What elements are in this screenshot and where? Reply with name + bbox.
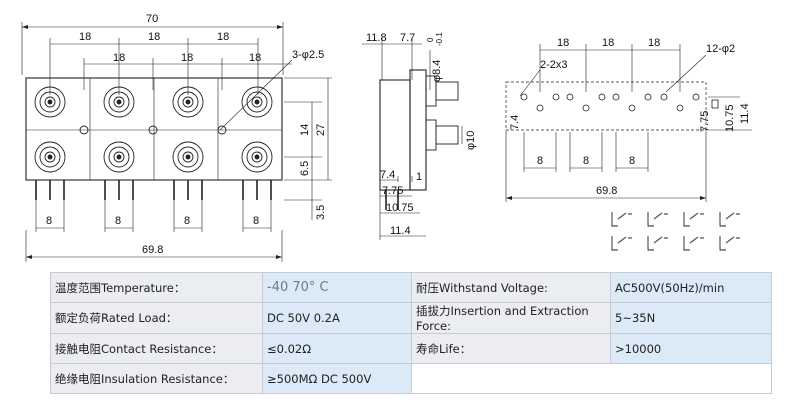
spec-label: 温度范围Temperature：: [50, 272, 263, 303]
spec-label: 耐压Withstand Voltage:: [411, 272, 611, 303]
dim-pcb-spacing-1: 8: [537, 155, 543, 167]
dim-side-bottom-2: 1: [416, 171, 422, 183]
spec-value: DC 50V 0.2A: [262, 302, 412, 334]
dim-pin-spacing-1: 8: [46, 215, 52, 227]
jack-top-2: [103, 86, 135, 118]
dim-pin-spacing-4: 8: [253, 215, 259, 227]
dim-pitch-mid-3: 18: [249, 52, 261, 64]
dim-pitch-mid-1: 18: [113, 52, 125, 64]
pcb-hole-callout: 12-φ2: [706, 43, 735, 55]
tolerance-base: φ8.4: [431, 60, 443, 82]
dim-pcb-pitch-1: 18: [557, 37, 569, 49]
jack-top-3: [172, 86, 204, 118]
dim-pcb-right-a: 7.75: [699, 111, 711, 132]
spec-row: 额定负荷Rated Load： DC 50V 0.2A 插拔力Insertion…: [50, 302, 772, 334]
dim-side-bottom-4: 10.75: [386, 202, 414, 214]
dim-side-bottom-5: 11.4: [390, 225, 411, 237]
dim-pitch-mid-2: 18: [181, 52, 193, 64]
dim-pin-spacing-2: 8: [115, 215, 121, 227]
dim-pcb-pitch-2: 18: [602, 37, 614, 49]
dim-pitch-top-3: 18: [217, 31, 229, 43]
dim-pcb-right-b: 10.75: [724, 104, 736, 132]
jack-bottom-2: [103, 141, 135, 173]
side-view: 11.8 7.7 φ8.4 0 -0.1 φ10 7.4 1 7.75 10.7…: [362, 32, 477, 240]
front-view: 70 18 18 18 18 18 18 3-φ2.5: [21, 13, 332, 262]
jack-bottom-3: [172, 141, 204, 173]
spec-empty: [411, 363, 772, 394]
pcb-layout: 18 18 18 2-2x3 12-φ2 7.75 10.75 11.4 7.4: [505, 37, 752, 251]
tolerance-upper: 0: [426, 37, 435, 42]
dim-pcb-base-width: 69.8: [596, 185, 617, 197]
spec-table: 温度范围Temperature： -40 70° C 耐压Withstand V…: [50, 272, 772, 394]
jack-top-4: [241, 86, 273, 118]
dim-pcb-right-c: 11.4: [739, 103, 751, 124]
dim-pcb-spacing-2: 8: [583, 155, 589, 167]
spec-label: 插拔力Insertion and Extraction Force:: [411, 302, 611, 334]
spec-row: 绝缘电阻Insulation Resistance： ≥500MΩ DC 500…: [50, 363, 772, 394]
dim-pin-length: 3.5: [315, 205, 327, 220]
spec-value: >10000: [610, 333, 772, 364]
hole-callout-front: 3-φ2.5: [292, 49, 324, 61]
technical-drawing: 70 18 18 18 18 18 18 3-φ2.5: [21, 13, 752, 262]
jack-bottom-1: [34, 141, 66, 173]
spec-label: 接触电阻Contact Resistance：: [50, 333, 263, 364]
dim-pitch-top-1: 18: [79, 31, 91, 43]
dim-side-bottom-3: 7.75: [382, 185, 403, 197]
dim-pcb-pitch-3: 18: [648, 37, 660, 49]
dim-pitch-top-2: 18: [148, 31, 160, 43]
tolerance-lower: -0.1: [435, 32, 444, 46]
circuit-symbols: [611, 212, 740, 251]
dim-side-top-2: 7.7: [400, 32, 415, 44]
dim-overall-width: 70: [146, 13, 158, 25]
spec-value: AC500V(50Hz)/min: [610, 272, 772, 303]
spec-label: 寿命Life：: [411, 333, 611, 364]
dim-side-top-1: 11.8: [366, 32, 387, 44]
dim-side-bottom-1: 7.4: [380, 169, 395, 181]
dim-offset-small: 6.5: [299, 161, 311, 176]
dim-height-inner: 14: [299, 124, 311, 136]
jack-top-1: [34, 86, 66, 118]
jack-bottom-4: [241, 141, 273, 173]
dim-pcb-spacing-3: 8: [629, 155, 635, 167]
dim-pcb-left: 7.4: [509, 115, 521, 130]
pcb-hole-callout-small: 2-2x3: [540, 59, 568, 71]
spec-value: ≤0.02Ω: [262, 333, 412, 364]
spec-label: 绝缘电阻Insulation Resistance：: [50, 363, 263, 394]
dim-base-width: 69.8: [142, 244, 163, 256]
dim-side-diameter: φ10: [465, 131, 477, 150]
spec-value: 5~35N: [610, 302, 772, 334]
dim-height-outer: 27: [315, 124, 327, 136]
spec-value: ≥500MΩ DC 500V: [262, 363, 412, 394]
dim-pin-spacing-3: 8: [184, 215, 190, 227]
spec-label: 额定负荷Rated Load：: [50, 302, 263, 334]
spec-row: 温度范围Temperature： -40 70° C 耐压Withstand V…: [50, 272, 772, 303]
spec-value: -40 70° C: [262, 272, 412, 303]
spec-row: 接触电阻Contact Resistance： ≤0.02Ω 寿命Life： >…: [50, 333, 772, 364]
